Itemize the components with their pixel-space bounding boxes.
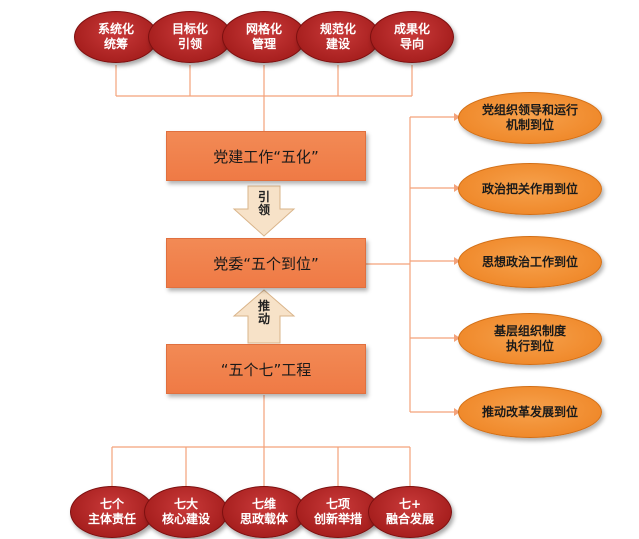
top-goal-2: 目标化 引领: [148, 11, 232, 63]
top-goal-4: 规范化 建设: [296, 11, 380, 63]
top-goal-1: 系统化 统筹: [74, 11, 158, 63]
up-arrow-shape: [232, 289, 296, 344]
top-goal-3: 网格化 管理: [222, 11, 306, 63]
right-item-5: 推动改革发展到位: [458, 386, 602, 438]
bottom-item-4: 七项 创新举措: [296, 486, 380, 538]
bottom-item-5: 七+ 融合发展: [368, 486, 452, 538]
guide-arrow-label: 引 领: [257, 190, 270, 217]
party-committee-five-box: 党委“五个到位”: [166, 238, 366, 288]
bottom-item-3: 七维 思政载体: [222, 486, 306, 538]
right-item-2: 政治把关作用到位: [458, 163, 602, 215]
party-building-five-box: 党建工作“五化”: [166, 131, 366, 181]
drive-arrow-label: 推 动: [257, 299, 270, 326]
five-seven-project-box: “五个七”工程: [166, 344, 366, 394]
top-goal-5: 成果化 导向: [370, 11, 454, 63]
right-item-1: 党组织领导和运行 机制到位: [458, 92, 602, 144]
bottom-item-1: 七个 主体责任: [70, 486, 154, 538]
down-arrow-shape: [232, 185, 296, 237]
right-item-4: 基层组织制度 执行到位: [458, 313, 602, 365]
bottom-item-2: 七大 核心建设: [144, 486, 228, 538]
right-item-3: 思想政治工作到位: [458, 236, 602, 288]
